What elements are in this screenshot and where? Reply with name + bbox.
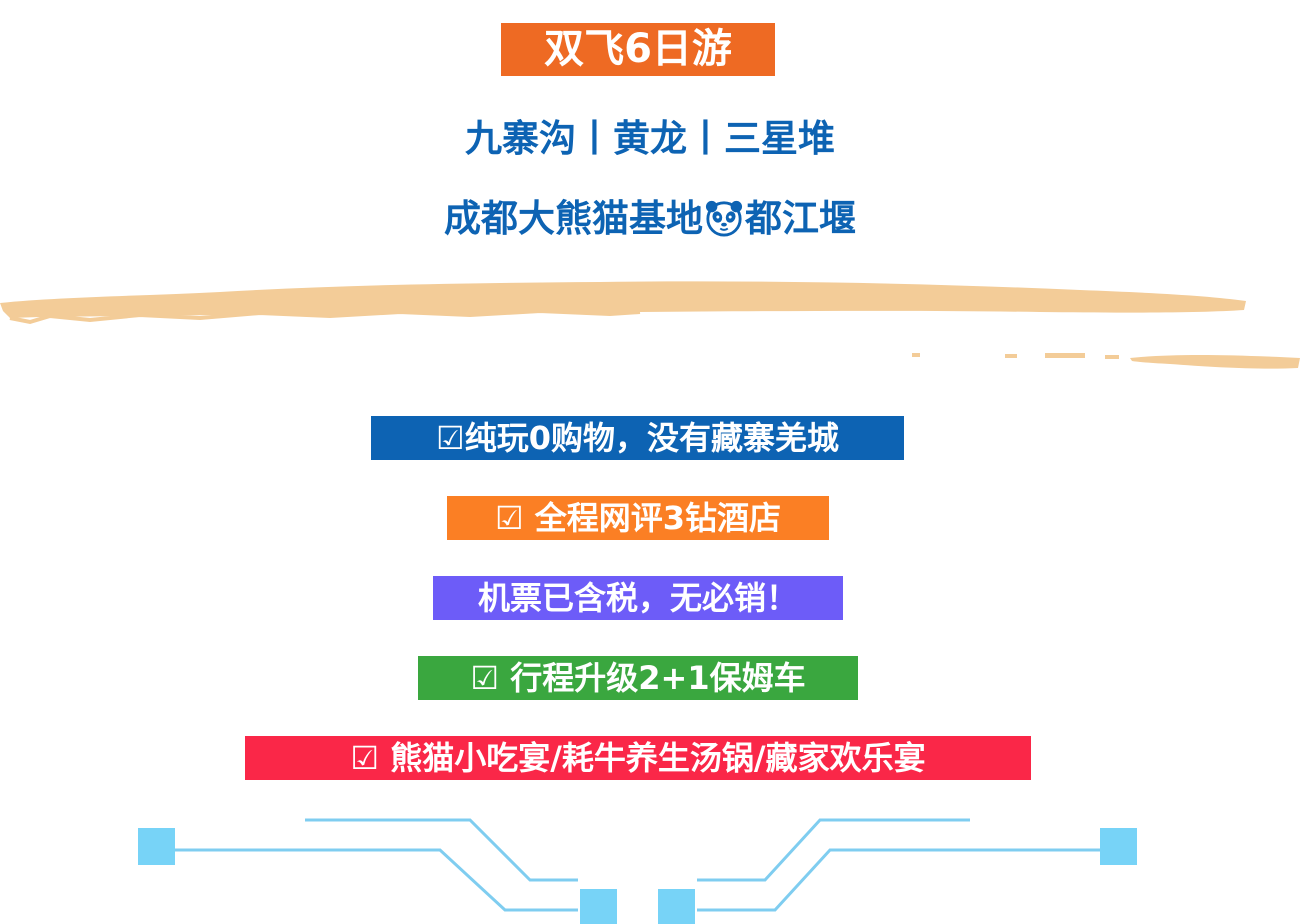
brush-stroke-main xyxy=(0,281,1246,318)
brush-stroke-ragged-edge xyxy=(9,308,641,325)
circuit-block-left xyxy=(138,828,175,865)
feature-banquets: ☑ 熊猫小吃宴/耗牛养生汤锅/藏家欢乐宴 xyxy=(245,736,1031,780)
panda-icon xyxy=(705,199,743,237)
attractions-left-text: 成都大熊猫基地 xyxy=(444,197,703,240)
attractions-right-text: 都江堰 xyxy=(745,197,856,240)
circuit-block-center-left xyxy=(580,889,617,924)
feature-nanny-car: ☑ 行程升级2+1保姆车 xyxy=(418,656,858,700)
page-title: 双飞6日游 xyxy=(501,23,775,76)
circuit-decoration xyxy=(138,818,1137,924)
circuit-line-left-lower xyxy=(175,848,578,912)
circuit-block-center-right xyxy=(658,889,695,924)
feature-no-shopping: ☑纯玩0购物，没有藏寨羌城 xyxy=(371,416,904,460)
circuit-line-right-upper xyxy=(697,818,970,882)
attractions-line: 成都大熊猫基地 都江堰 xyxy=(0,193,1300,245)
feature-airfare-tax: 机票已含税，无必销！ xyxy=(433,576,843,620)
feature-hotel-rating: ☑ 全程网评3钻酒店 xyxy=(447,496,829,540)
circuit-block-right xyxy=(1100,828,1137,865)
brush-stroke-divider xyxy=(0,281,1300,369)
brush-fleck xyxy=(912,353,920,357)
brush-fleck xyxy=(1105,355,1119,359)
brush-fleck xyxy=(1005,354,1017,358)
circuit-line-right-lower xyxy=(697,848,1100,912)
brush-fleck xyxy=(1045,353,1085,358)
destinations-line: 九寨沟丨黄龙丨三星堆 xyxy=(465,117,835,160)
circuit-line-left-upper xyxy=(305,818,578,882)
brush-stroke-small xyxy=(1130,355,1300,369)
